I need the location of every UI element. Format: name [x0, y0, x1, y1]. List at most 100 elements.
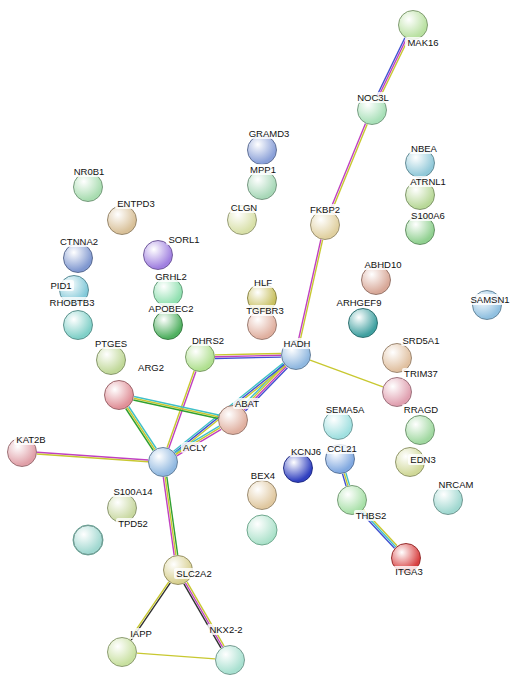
edge-evidence-line [129, 407, 157, 449]
node-label: ABAT [233, 398, 261, 409]
node-label: BEX4 [249, 470, 277, 481]
edge-evidence-line [177, 429, 221, 456]
protein-node: TRIM37 [382, 377, 412, 407]
edge-evidence-line [186, 583, 223, 647]
edge-evidence-line [310, 360, 383, 387]
node-label: SAMSN1 [468, 294, 511, 305]
node-label: ARHGEF9 [335, 297, 384, 308]
edge-evidence-line [343, 474, 347, 486]
protein-node: TGFBR3 [247, 310, 277, 340]
node-label: CLGN [229, 202, 259, 213]
node-label: HADH [282, 338, 313, 349]
protein-node: CTNNA2 [63, 243, 93, 273]
interaction-edge [343, 473, 350, 486]
protein-node: NBEA [405, 148, 435, 178]
edge-evidence-line [165, 477, 176, 555]
edge-evidence-line [37, 454, 148, 462]
protein-node: ACLY [148, 447, 178, 477]
node-label: SEMA5A [324, 404, 367, 415]
node-label: CTNNA2 [58, 236, 100, 247]
node-label: APOBEC2 [147, 303, 196, 314]
node-label: MAK16 [405, 37, 440, 48]
protein-node: NOC3L [357, 95, 387, 125]
edge-evidence-line [37, 452, 148, 460]
protein-node: RRAGD [405, 415, 435, 445]
interaction-edge [330, 124, 367, 212]
node-label: MPP1 [248, 164, 278, 175]
edge-evidence-line [298, 239, 321, 340]
protein-node: SEMA5A [323, 410, 353, 440]
node-label: ABHD10 [363, 259, 404, 270]
edge-evidence-line [174, 363, 284, 451]
node-label: ENTPD3 [115, 198, 156, 209]
protein-node: THBS2 [337, 485, 367, 515]
edge-evidence-line [215, 357, 281, 358]
node-label: PID1 [48, 280, 73, 291]
node-label: NRCAM [437, 479, 476, 490]
edge-evidence-line [176, 428, 220, 455]
interaction-edge [37, 452, 148, 462]
edge-evidence-line [175, 426, 219, 453]
node-label: SLC2A2 [174, 568, 213, 579]
protein-node: KCNJ6 [283, 453, 313, 483]
edge-evidence-line [134, 398, 219, 417]
node-label: DHRS2 [190, 335, 226, 346]
protein-node: PTGES [96, 345, 126, 375]
node-label: IAPP [128, 628, 154, 639]
node-label: KCNJ6 [289, 446, 323, 457]
protein-node: FKBP2 [310, 210, 340, 240]
edge-evidence-line [377, 38, 405, 96]
node-label: NBEA [409, 143, 439, 154]
node-label: TPD52 [116, 518, 150, 529]
interaction-edge [215, 354, 281, 359]
protein-node: ARHGEF9 [348, 308, 378, 338]
node-label: NR0B1 [72, 166, 107, 177]
protein-node: NRCAM [433, 485, 463, 515]
protein-node: CCL21 [325, 444, 355, 474]
protein-node: MPP1 [247, 170, 277, 200]
unlabeled-node [247, 515, 277, 545]
edge-evidence-line [380, 39, 408, 97]
edge-evidence-line [127, 408, 155, 450]
node-label: ARG2 [136, 362, 166, 373]
node-label: ACLY [181, 442, 209, 453]
interaction-edge [184, 582, 224, 648]
node-label: CCL21 [325, 443, 359, 454]
edge-evidence-line [163, 477, 174, 555]
interaction-edge [133, 397, 218, 419]
protein-node: NKX2-2 [215, 645, 245, 675]
unlabeled-node [73, 525, 103, 555]
interaction-edge [377, 38, 408, 98]
protein-node: KAT2B [7, 437, 37, 467]
node-label: TRIM37 [402, 368, 440, 379]
protein-node: ENTPD3 [107, 205, 137, 235]
protein-node: SORL1 [143, 240, 173, 270]
protein-node: ATRNL1 [405, 180, 435, 210]
node-label: NKX2-2 [207, 624, 244, 635]
protein-node: ITGA3 [391, 543, 421, 573]
interaction-edge [175, 426, 221, 456]
node-label: RRAGD [402, 404, 440, 415]
protein-node: GRAMD3 [247, 135, 277, 165]
edge-evidence-line [134, 397, 219, 416]
node-label: GRHL2 [153, 271, 189, 282]
interaction-edge [298, 239, 322, 340]
interaction-edge [126, 407, 157, 451]
protein-node: ARG2 [104, 380, 134, 410]
edge-evidence-line [332, 124, 368, 211]
edge-evidence-line [137, 653, 215, 659]
interaction-edge [137, 653, 215, 659]
node-label: KAT2B [14, 434, 47, 445]
edge-evidence-line [215, 355, 281, 356]
node-label: EDN3 [408, 454, 437, 465]
edge-evidence-line [187, 582, 224, 646]
protein-node: IAPP [107, 637, 137, 667]
protein-node: EDN3 [395, 447, 425, 477]
node-label: THBS2 [354, 510, 389, 521]
node-label: PTGES [93, 338, 129, 349]
node-label: TGFBR3 [244, 305, 285, 316]
node-label: ATRNL1 [408, 176, 448, 187]
